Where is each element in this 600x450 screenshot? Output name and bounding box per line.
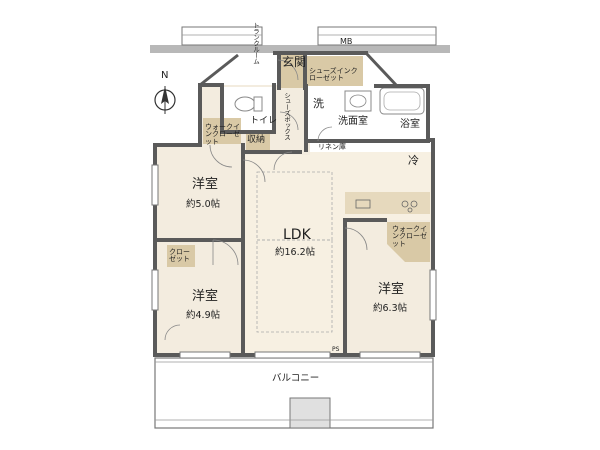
north-compass-icon [154, 86, 176, 114]
room3-size: 約6.3帖 [373, 303, 408, 314]
room2-size: 約4.9帖 [186, 310, 221, 321]
shoe-closet-label: シューズインクローゼット [309, 67, 358, 83]
washroom-label: 洗面室 [338, 116, 368, 127]
room1-size: 約5.0帖 [186, 199, 221, 210]
walkin-closet-se-label: ウォークインクローゼット [392, 225, 427, 248]
bathtub [379, 87, 425, 115]
room2-name: 洋室 [192, 289, 219, 304]
mb-label: MB [340, 37, 353, 46]
balcony [154, 357, 434, 429]
balcony-label: バルコニー [272, 373, 320, 384]
stove [355, 199, 418, 213]
ldk-size: 約16.2帖 [275, 247, 316, 258]
fridge-label: 冷 [408, 154, 419, 167]
washbasin [344, 90, 372, 112]
windows [151, 164, 437, 359]
toilet-fixture [234, 96, 263, 112]
top-corridor [150, 26, 450, 53]
room3-name: 洋室 [378, 282, 405, 297]
ldk-name: LDK [283, 227, 311, 243]
washing-label: 洗 [313, 97, 324, 110]
bathroom-label: 浴室 [400, 119, 420, 130]
toilet-label: トイレ [250, 116, 278, 126]
ldk-dashed-zones [256, 171, 333, 333]
entrance-label: 玄関 [282, 55, 307, 69]
linen-label: リネン庫 [318, 143, 346, 151]
shoe-box-label: シューズボックス [282, 92, 291, 140]
room1-name: 洋室 [192, 177, 219, 192]
closet-label: クローゼット [169, 248, 190, 264]
compass-north-label: N [161, 70, 169, 81]
walkin-closet-nw-label: ウォークインクローゼット [205, 123, 240, 146]
trunk-room-label: トランクルーム [251, 22, 260, 64]
angled-walls [199, 51, 399, 88]
doors [164, 59, 368, 341]
ps-label: PS [332, 346, 340, 353]
storage-label: 収納 [247, 135, 266, 145]
